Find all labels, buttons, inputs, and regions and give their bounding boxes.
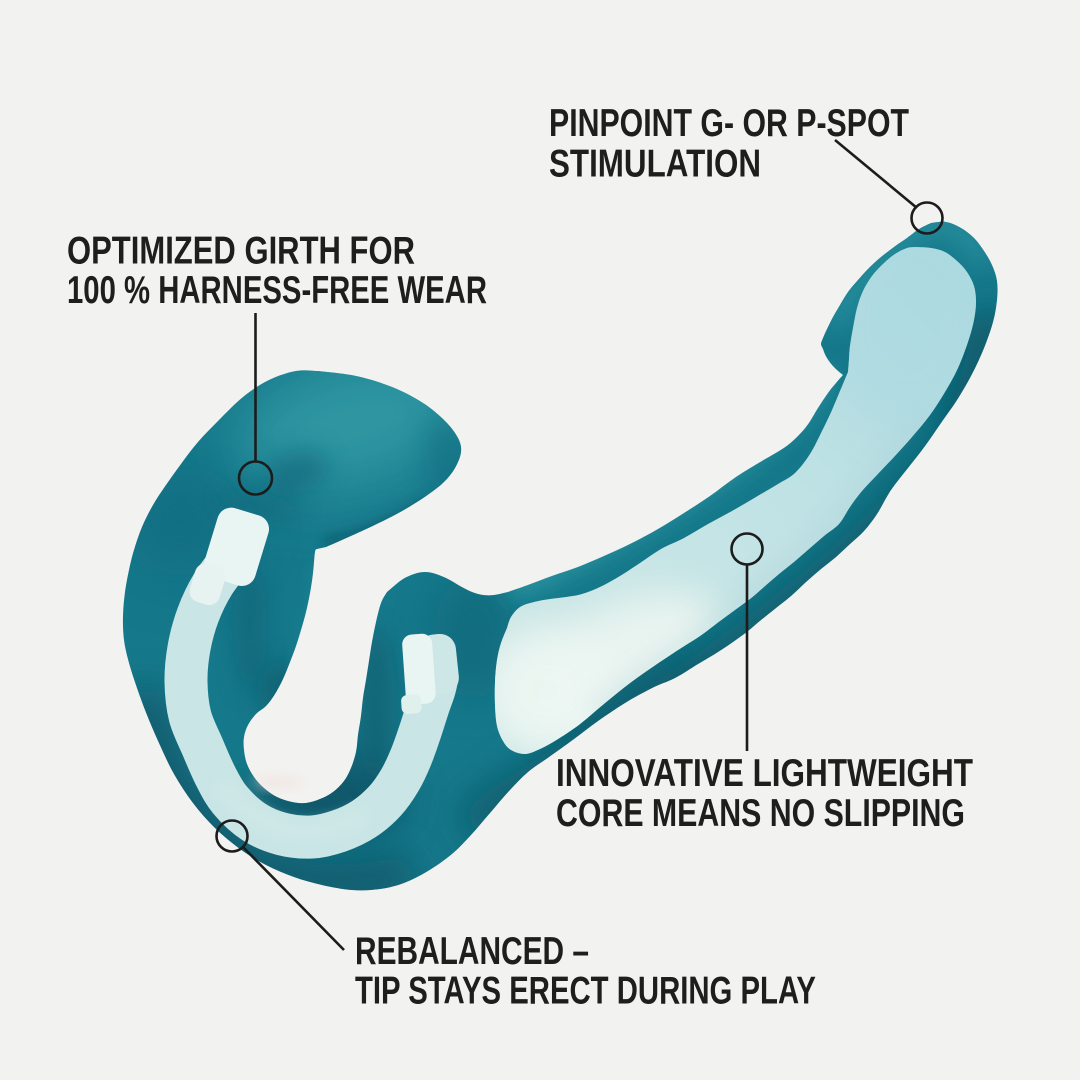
svg-text:OPTIMIZED GIRTH FOR: OPTIMIZED GIRTH FOR xyxy=(67,230,415,273)
svg-text:REBALANCED –: REBALANCED – xyxy=(355,930,589,973)
svg-text:CORE MEANS NO SLIPPING: CORE MEANS NO SLIPPING xyxy=(556,792,965,835)
svg-text:TIP STAYS ERECT DURING PLAY: TIP STAYS ERECT DURING PLAY xyxy=(355,970,816,1013)
svg-text:100 % HARNESS-FREE WEAR: 100 % HARNESS-FREE WEAR xyxy=(67,269,487,312)
svg-text:INNOVATIVE LIGHTWEIGHT: INNOVATIVE LIGHTWEIGHT xyxy=(556,752,973,795)
svg-text:PINPOINT G- OR P-SPOT: PINPOINT G- OR P-SPOT xyxy=(549,102,909,145)
svg-text:STIMULATION: STIMULATION xyxy=(549,143,761,186)
